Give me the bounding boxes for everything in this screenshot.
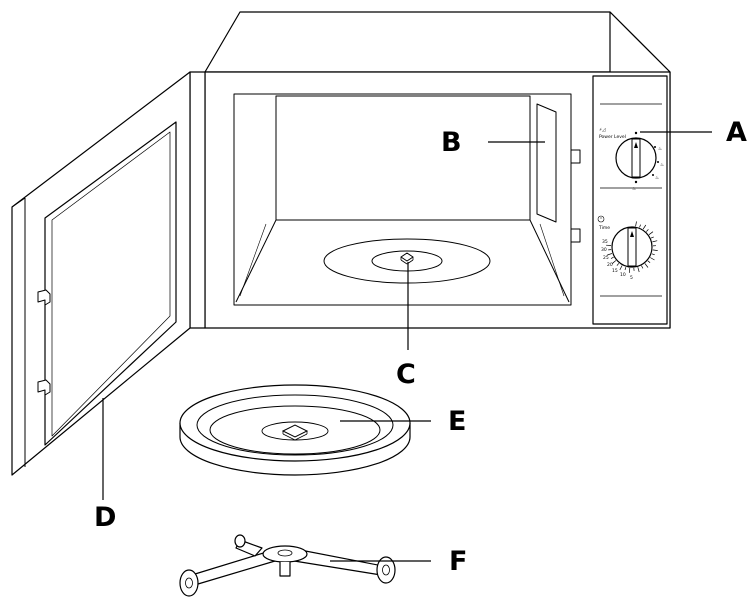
timer-tick-label: 10 <box>620 272 626 278</box>
timer-tick-mark <box>650 236 654 239</box>
door-latch-lower <box>37 379 51 396</box>
power-level-symbol: ⚡◿ <box>599 127 606 133</box>
timer-label: Time <box>598 225 610 231</box>
roller-wheel-back <box>234 534 246 548</box>
timer-tick-label: 20 <box>607 262 613 268</box>
timer-tick-label: 15 <box>612 268 618 274</box>
timer-tick-mark <box>616 263 620 266</box>
timer-tick-mark <box>624 266 627 271</box>
timer-tick-mark <box>646 229 649 232</box>
turntable-ring-inner <box>371 250 443 272</box>
cavity-outer <box>233 93 572 306</box>
latch-hole-upper <box>570 149 581 164</box>
callout-d: D <box>94 502 116 533</box>
power-dial-grip <box>631 138 641 178</box>
callout-a: A <box>726 117 747 148</box>
timer-tick-label: 35 <box>602 239 608 245</box>
timer-tick-label: 25 <box>603 255 609 261</box>
timer-tick-marks <box>606 221 658 273</box>
power-level-label: Power Level <box>599 134 626 140</box>
waveguide-cover <box>536 103 557 223</box>
high-symbol: ♨ <box>655 175 659 181</box>
timer-dial-pointer <box>630 231 634 237</box>
door-outer-frame <box>189 71 206 329</box>
timer-tick-mark <box>642 224 647 230</box>
timer-tick-mark <box>650 257 655 261</box>
timer-tick-mark <box>619 265 623 271</box>
door-latch-upper <box>37 289 51 306</box>
callout-e: E <box>448 406 466 437</box>
timer-tick-label: 5 <box>630 275 633 281</box>
cavity-back-wall <box>275 95 531 221</box>
roller-support <box>179 534 396 597</box>
oven-cavity <box>233 93 581 306</box>
door <box>11 71 206 476</box>
timer-tick-mark <box>652 249 658 251</box>
power-level-dial[interactable]: ⚡◿ Power Level ♨ ♨ ♨ ♨ <box>599 127 664 192</box>
control-panel <box>592 75 668 325</box>
roller-wheel-left <box>179 569 199 597</box>
power-dial-pointer <box>634 142 638 148</box>
cabinet-top <box>204 11 671 73</box>
timer-tick-mark <box>610 256 614 259</box>
timer-tick-mark <box>644 263 649 268</box>
timer-tick-mark <box>637 267 640 273</box>
timer-tick-mark <box>652 240 658 243</box>
timer-tick-mark <box>651 253 655 256</box>
roller-hub <box>262 545 308 563</box>
timer-tick-mark <box>641 265 644 269</box>
glass-turntable <box>179 384 411 476</box>
turntable-ring-outer <box>323 238 491 284</box>
turntable-rim <box>179 384 411 462</box>
door-window-inner <box>51 131 171 437</box>
latch-hole-lower <box>570 228 581 243</box>
clock-icon <box>597 215 605 223</box>
timer-tick-mark <box>647 260 651 263</box>
callout-c: C <box>396 359 416 390</box>
turntable-base <box>209 405 381 455</box>
timer-tick-mark <box>628 267 631 273</box>
timer-tick-mark <box>611 260 617 264</box>
low-symbol: ♨ <box>632 186 636 192</box>
timer-tick-mark <box>648 231 654 235</box>
turntable-rim-inner <box>196 394 394 456</box>
door-window <box>44 121 177 446</box>
timer-dial-grip <box>627 227 637 267</box>
timer-tick-label: 30 <box>601 247 607 253</box>
timer-tick-mark <box>639 224 641 228</box>
roller-wheel-right <box>376 556 396 584</box>
medium-symbol: ♨ <box>660 162 664 168</box>
timer-dial[interactable]: Time 35 30 25 20 15 10 5 <box>597 215 658 281</box>
timer-tick-mark <box>635 221 637 227</box>
defrost-symbol: ♨ <box>658 146 662 152</box>
callout-b: B <box>441 127 462 158</box>
timer-tick-mark <box>607 253 613 256</box>
roller-hub-stem <box>279 562 291 577</box>
callout-labels: A B C D E F <box>94 117 747 577</box>
callout-f: F <box>449 546 467 577</box>
leader-lines <box>102 131 712 562</box>
